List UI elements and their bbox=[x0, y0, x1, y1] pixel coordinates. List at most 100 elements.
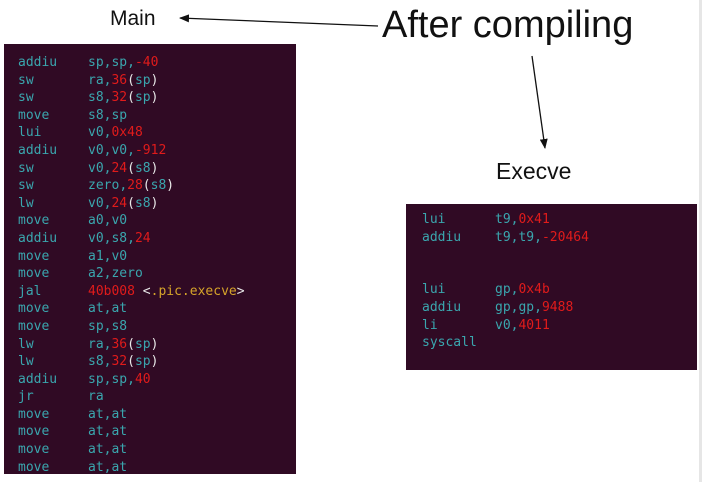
mnemonic: jr bbox=[18, 389, 34, 405]
operand-paren: ) bbox=[150, 72, 159, 88]
page-edge-shadow bbox=[699, 0, 702, 482]
operand-punc: , bbox=[103, 72, 112, 88]
mnemonic: lw bbox=[18, 195, 34, 211]
operand-paren: ( bbox=[142, 178, 151, 194]
operand-reg: v0 bbox=[111, 213, 128, 229]
operand-reg: a0 bbox=[88, 213, 104, 229]
operands: v0,24(s8) bbox=[88, 160, 158, 178]
operand-reg: ra bbox=[88, 336, 104, 352]
operands: gp,gp,9488 bbox=[495, 299, 573, 317]
operand-reg: at bbox=[111, 424, 128, 440]
execve-code-line: syscall bbox=[422, 334, 697, 352]
operand-paren: ( bbox=[127, 195, 135, 211]
operand-punc: , bbox=[103, 301, 112, 317]
operand-punc: , bbox=[103, 371, 112, 387]
operand-reg: zero bbox=[88, 178, 120, 194]
mnemonic: move bbox=[18, 213, 50, 229]
operand-reg: v0 bbox=[88, 142, 104, 158]
operand-num: 36 bbox=[111, 72, 128, 88]
operand-punc: , bbox=[510, 317, 519, 333]
operand-punc: , bbox=[127, 371, 135, 387]
operand-num: 0x48 bbox=[111, 125, 143, 141]
operands: v0,4011 bbox=[495, 317, 550, 335]
operand-paren: ) bbox=[150, 354, 159, 370]
operand-reg: v0 bbox=[88, 160, 104, 176]
operand-punc: , bbox=[103, 318, 112, 334]
operand-reg: t9 bbox=[495, 229, 511, 245]
mnemonic: addiu bbox=[422, 229, 462, 245]
operand-num: 24 bbox=[111, 160, 128, 176]
operand-paren: ) bbox=[150, 160, 159, 176]
operand-reg: v0 bbox=[88, 230, 104, 246]
mnemonic: move bbox=[18, 266, 50, 282]
operand-reg: sp bbox=[134, 354, 151, 370]
operands: s8,sp bbox=[88, 107, 127, 125]
operand-num: -20464 bbox=[541, 229, 589, 245]
mnemonic bbox=[422, 246, 495, 264]
operand-reg: at bbox=[88, 459, 104, 475]
operand-reg: s8 bbox=[150, 178, 167, 194]
operand-num: -912 bbox=[134, 142, 167, 158]
operands: v0,0x48 bbox=[88, 124, 143, 142]
operand-reg: v0 bbox=[88, 195, 104, 211]
operands: s8,32(sp) bbox=[88, 89, 158, 107]
operand-reg: at bbox=[88, 442, 104, 458]
mnemonic: addiu bbox=[18, 55, 58, 70]
operand-reg: v0 bbox=[88, 125, 104, 141]
operand-punc: , bbox=[103, 230, 112, 246]
mnemonic: sw bbox=[18, 72, 34, 88]
operand-reg: at bbox=[88, 424, 104, 440]
operand-reg: zero bbox=[111, 266, 143, 282]
mnemonic: lui bbox=[422, 282, 446, 298]
mnemonic: lw bbox=[18, 354, 34, 370]
operand-punc: , bbox=[103, 142, 112, 158]
operand-reg: s8 bbox=[111, 230, 128, 246]
operand-reg: gp bbox=[518, 299, 535, 315]
operand-num: -40 bbox=[134, 55, 159, 70]
operand-num: 9488 bbox=[541, 299, 574, 315]
operands: t9,0x41 bbox=[495, 211, 550, 229]
mnemonic: move bbox=[18, 406, 50, 422]
operands: at,at bbox=[88, 441, 127, 459]
mnemonic: sw bbox=[18, 90, 34, 106]
operands: a0,v0 bbox=[88, 212, 127, 230]
operand-punc: , bbox=[103, 107, 112, 123]
operand-punc: , bbox=[510, 299, 519, 315]
operand-reg: sp bbox=[134, 90, 151, 106]
operand-reg: at bbox=[111, 459, 128, 475]
operand-punc: , bbox=[103, 160, 112, 176]
operand-reg: s8 bbox=[111, 318, 128, 334]
operand-punc: , bbox=[103, 336, 112, 352]
operands: ra,36(sp) bbox=[88, 72, 158, 90]
operand-punc: , bbox=[103, 55, 112, 70]
operands: t9,t9,-20464 bbox=[495, 229, 589, 247]
after-compiling-label: After compiling bbox=[382, 4, 634, 46]
main-label: Main bbox=[110, 7, 156, 30]
execve-code-line bbox=[422, 264, 697, 282]
mnemonic: sw bbox=[18, 160, 34, 176]
operand-paren: ( bbox=[127, 72, 135, 88]
operand-reg: at bbox=[88, 406, 104, 422]
operand-num: 0x4b bbox=[518, 282, 550, 298]
operand-punc: , bbox=[103, 195, 112, 211]
operand-paren: ( bbox=[127, 160, 135, 176]
operand-paren: ) bbox=[150, 90, 159, 106]
operand-reg: s8 bbox=[88, 90, 104, 106]
execve-label: Execve bbox=[496, 158, 572, 184]
operands: at,at bbox=[88, 300, 127, 318]
operand-reg: at bbox=[111, 301, 128, 317]
operand-paren: ( bbox=[127, 90, 135, 106]
